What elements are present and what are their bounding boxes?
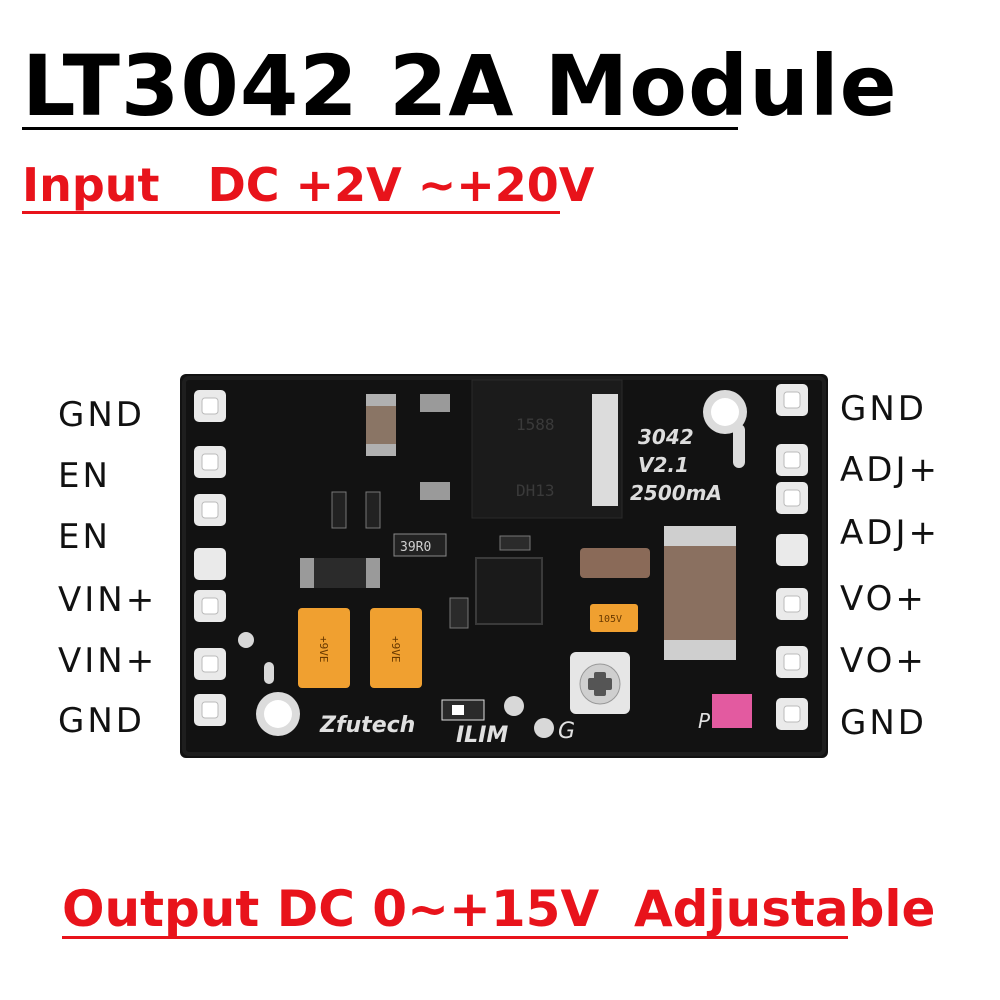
regulator-ic: 1588 DH13 (420, 379, 623, 519)
ilim-label: ILIM (456, 723, 508, 748)
right-pin-label-5: VO+ (840, 641, 927, 681)
current-label: 2500mA (630, 481, 722, 505)
g-label: G (558, 719, 575, 744)
left-pin-label-6: GND (58, 701, 145, 741)
svg-text:+9VE: +9VE (389, 636, 402, 663)
right-pin-label-2: ADJ+ (840, 450, 940, 490)
title-underline (22, 127, 738, 130)
resistor-39r0 (393, 533, 447, 557)
right-pin-label-3: ADJ+ (840, 513, 940, 553)
left-pin-label-1: GND (58, 395, 145, 435)
right-pads (776, 384, 808, 730)
version-label: V2.1 (638, 453, 689, 477)
svg-text:DH13: DH13 (516, 481, 555, 500)
ceramic-cap-large (664, 526, 736, 660)
test-pad (712, 694, 752, 728)
tantalum-cap-1: +9VE (298, 608, 350, 688)
input-spec: Input DC +2V ~+20V (22, 158, 595, 212)
trim-potentiometer (570, 652, 630, 714)
ldo-chip (475, 557, 543, 625)
tantalum-cap-small: 105V (590, 604, 638, 632)
right-pin-label-4: VO+ (840, 579, 927, 619)
svg-text:+9VE: +9VE (317, 636, 330, 663)
right-pin-label-6: GND (840, 703, 927, 743)
left-pin-label-4: VIN+ (58, 580, 158, 620)
chip-label: 3042 (638, 425, 694, 449)
output-underline (62, 936, 848, 939)
left-pin-label-2: EN (58, 456, 111, 496)
page-title: LT3042 2A Module (22, 37, 898, 135)
p-label: P (698, 709, 711, 733)
output-spec: Output DC 0~+15V Adjustable (62, 880, 936, 938)
right-pin-label-1: GND (840, 389, 927, 429)
brand-label: Zfutech (319, 713, 415, 738)
pcb-board-photo: 1588 DH13 3042 V2.1 2500mA 39R0 +9VE +9V… (180, 372, 830, 760)
ceramic-cap-top (366, 394, 396, 456)
ceramic-cap-mid (580, 548, 650, 578)
svg-text:1588: 1588 (516, 415, 555, 434)
svg-text:39R0: 39R0 (400, 540, 431, 555)
diode (300, 558, 380, 588)
input-underline (22, 211, 560, 214)
svg-text:105V: 105V (598, 614, 622, 625)
tantalum-cap-2: +9VE (370, 608, 422, 688)
left-pin-label-3: EN (58, 517, 111, 557)
left-pads (194, 390, 226, 726)
left-pin-label-5: VIN+ (58, 641, 158, 681)
